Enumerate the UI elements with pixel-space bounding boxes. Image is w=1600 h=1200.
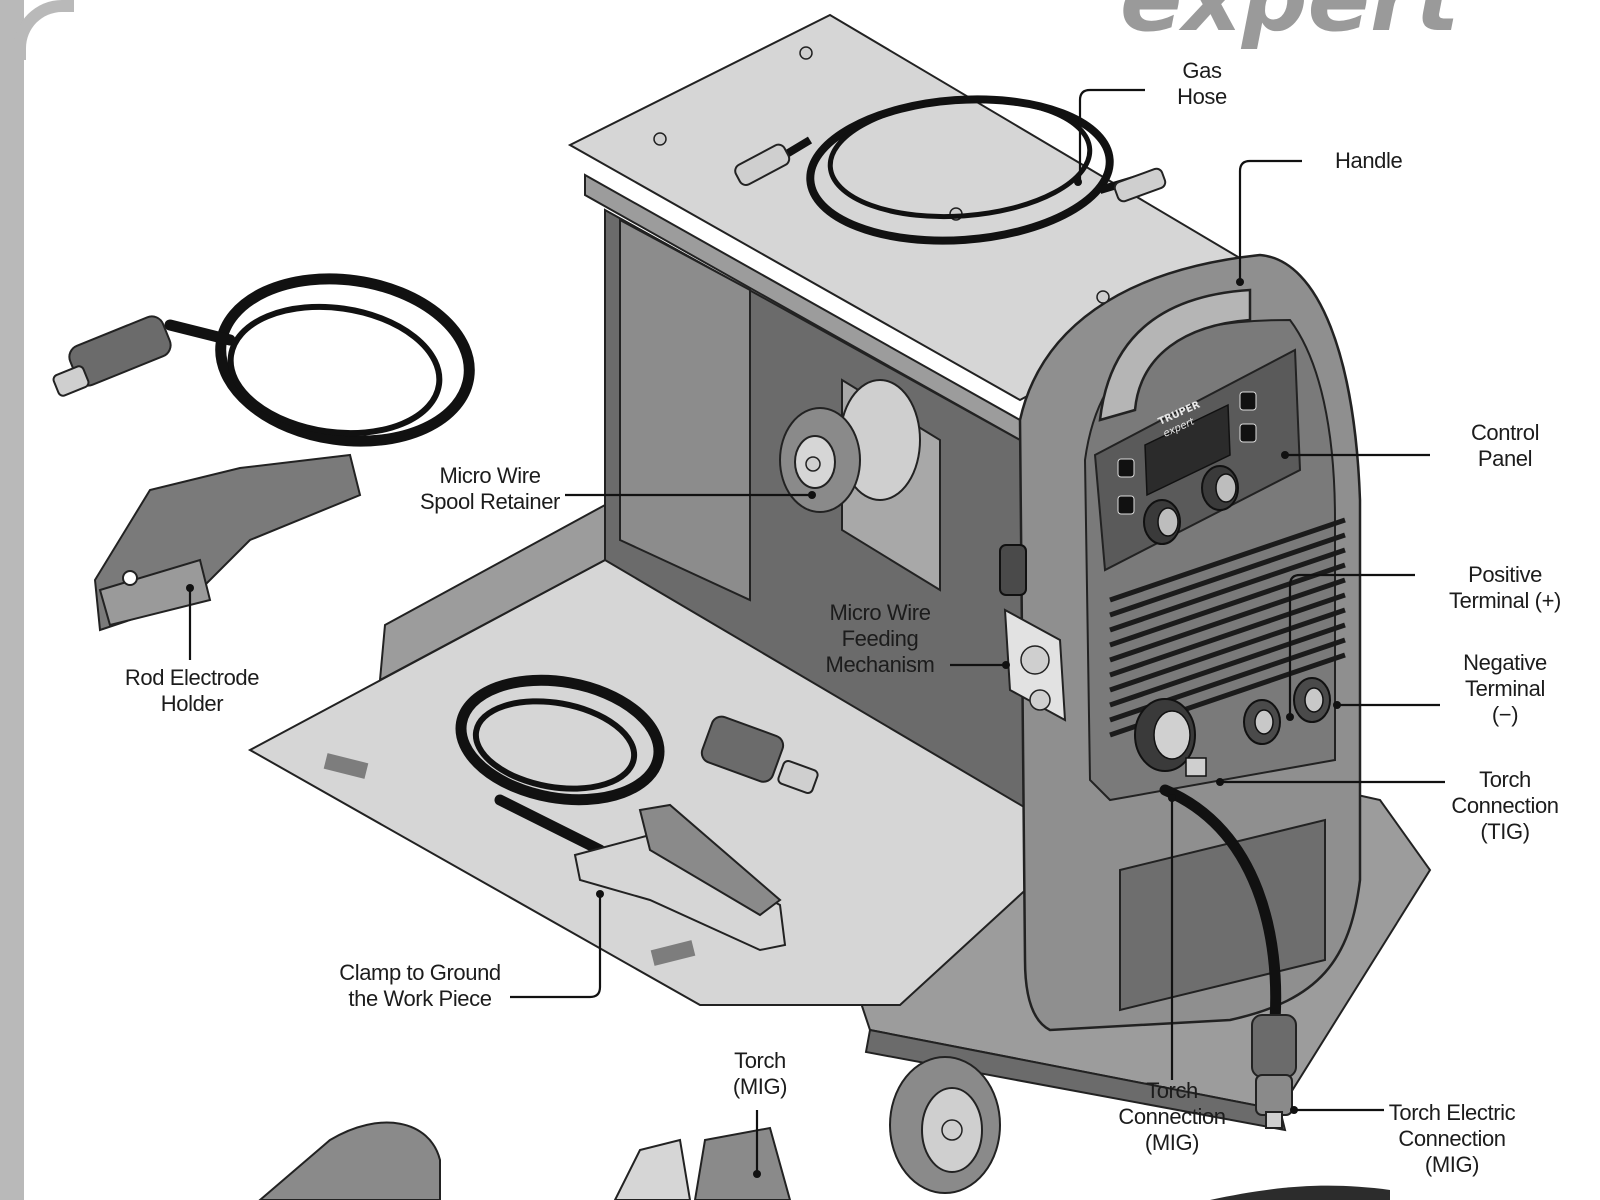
spool-retainer-knob[interactable] <box>779 379 921 513</box>
svg-text:Gas: Gas <box>1182 58 1222 83</box>
page-edge-rail <box>0 0 24 1200</box>
svg-text:Spool Retainer: Spool Retainer <box>420 489 560 514</box>
rod-electrode-holder-illustration <box>52 273 475 632</box>
callout-micro-wire-spool-retainer: Micro Wire Spool Retainer <box>420 463 560 514</box>
positive-terminal-socket[interactable] <box>1243 699 1281 745</box>
svg-text:(TIG): (TIG) <box>1480 819 1529 844</box>
svg-text:Connection: Connection <box>1398 1126 1505 1151</box>
plus-button[interactable] <box>1239 391 1257 411</box>
svg-text:Panel: Panel <box>1478 446 1532 471</box>
svg-text:Torch: Torch <box>1479 767 1531 792</box>
svg-text:Connection: Connection <box>1451 793 1558 818</box>
svg-text:(MIG): (MIG) <box>733 1074 787 1099</box>
svg-text:Terminal: Terminal <box>1465 676 1545 701</box>
cart-base-edge <box>864 1028 1287 1132</box>
gas-hose <box>734 95 1167 245</box>
svg-text:Handle: Handle <box>1335 148 1402 173</box>
mode-button[interactable] <box>1117 495 1135 515</box>
brand-logo: expert <box>1120 0 1462 52</box>
svg-text:Torch: Torch <box>1146 1078 1198 1103</box>
svg-text:Rod Electrode: Rod Electrode <box>125 665 259 690</box>
callout-torch-electric-connection-mig: Torch Electric Connection (MIG) <box>1389 1100 1516 1177</box>
carry-handle <box>1098 288 1252 422</box>
minus-button[interactable] <box>1239 423 1257 443</box>
svg-text:Connection: Connection <box>1118 1104 1225 1129</box>
svg-text:Torch Electric: Torch Electric <box>1389 1100 1516 1125</box>
svg-text:Positive: Positive <box>1468 562 1542 587</box>
svg-text:Micro Wire: Micro Wire <box>439 463 540 488</box>
side-door-rim <box>378 503 606 682</box>
lid-bolt <box>653 132 667 146</box>
lid-bolt <box>1096 290 1110 304</box>
svg-text:Feeding: Feeding <box>842 626 919 651</box>
svg-text:Mechanism: Mechanism <box>826 652 935 677</box>
svg-text:the Work Piece: the Work Piece <box>348 986 491 1011</box>
welder-machine: TRUPER expert <box>247 13 1432 1194</box>
leader-lines <box>186 88 1445 1178</box>
svg-text:Micro Wire: Micro Wire <box>829 600 930 625</box>
svg-text:Terminal (+): Terminal (+) <box>1449 588 1561 613</box>
callout-clamp-to-ground: Clamp to Ground the Work Piece <box>339 960 501 1011</box>
callout-negative-terminal: Negative Terminal (−) <box>1463 650 1547 727</box>
callout-torch-mig: Torch (MIG) <box>733 1048 788 1099</box>
panel-knob-left[interactable] <box>1143 499 1181 545</box>
mig-torch-socket[interactable] <box>1134 698 1196 772</box>
callout-rod-electrode-holder: Rod Electrode Holder <box>125 665 260 716</box>
caster-wheel <box>889 1056 1001 1194</box>
negative-terminal-socket[interactable] <box>1293 677 1331 723</box>
panel-knob-right[interactable] <box>1201 465 1239 511</box>
svg-text:Torch: Torch <box>734 1048 786 1073</box>
svg-text:(MIG): (MIG) <box>1145 1130 1199 1155</box>
interior-back-wall <box>619 218 751 602</box>
callout-torch-connection-mig: Torch Connection (MIG) <box>1118 1078 1226 1155</box>
door-pad-b <box>650 940 696 966</box>
mig-torch-illustration <box>258 1121 1390 1200</box>
wire-feeder[interactable] <box>999 544 1067 722</box>
ground-clamp-illustration <box>455 674 819 952</box>
info-button[interactable] <box>1117 458 1135 478</box>
callout-handle: Handle <box>1335 148 1403 173</box>
callout-gas-hose: Gas Hose <box>1177 58 1227 109</box>
lid-bolt <box>799 46 813 60</box>
callout-torch-connection-tig: Torch Connection (TIG) <box>1451 767 1559 844</box>
svg-text:Control: Control <box>1471 420 1539 445</box>
callout-micro-wire-feeding-mechanism: Micro Wire Feeding Mechanism <box>826 600 935 677</box>
svg-text:(−): (−) <box>1492 702 1518 727</box>
tig-torch-socket[interactable] <box>1185 757 1207 777</box>
callout-control-panel: Control Panel <box>1471 420 1540 471</box>
svg-text:(MIG): (MIG) <box>1425 1152 1479 1177</box>
mig-torch-cable <box>1159 784 1297 1129</box>
svg-text:Hose: Hose <box>1177 84 1227 109</box>
svg-text:Negative: Negative <box>1463 650 1547 675</box>
svg-text:Holder: Holder <box>161 691 223 716</box>
callout-positive-terminal: Positive Terminal (+) <box>1449 562 1561 613</box>
svg-text:Clamp to Ground: Clamp to Ground <box>339 960 501 985</box>
lcd-display <box>1144 403 1231 497</box>
door-pad-a <box>323 753 369 779</box>
